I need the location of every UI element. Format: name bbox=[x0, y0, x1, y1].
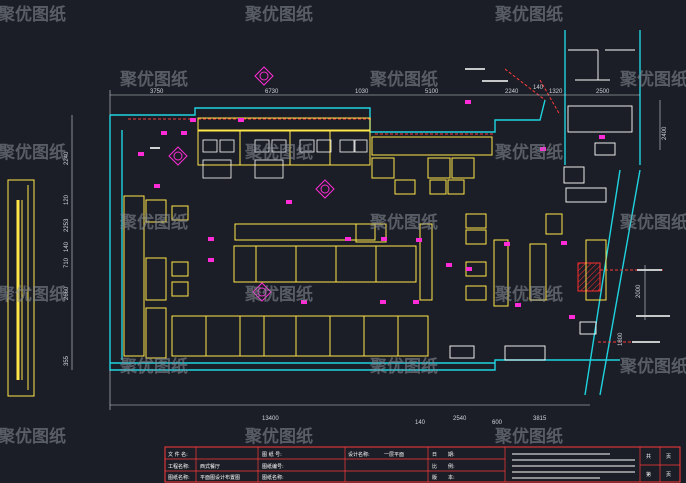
dim-right-3: 1800 bbox=[618, 332, 624, 346]
tb-date-label-b: 期: bbox=[448, 452, 455, 458]
dim-top-4: 5100 bbox=[425, 89, 439, 95]
tb-version-label-a: 版 bbox=[432, 474, 437, 481]
dimensions-left: 2240 120 2253 710 140 2660 355 bbox=[64, 151, 70, 366]
dim-left-4: 710 bbox=[64, 257, 70, 268]
right-top-seating bbox=[371, 136, 493, 195]
tb-drawing-code-label: 图纸编号: bbox=[262, 463, 284, 470]
dim-top-8: 2500 bbox=[596, 89, 610, 95]
tb-project-value: 西式餐厅 bbox=[200, 463, 220, 470]
stove-hatched bbox=[577, 239, 607, 301]
watermark: 聚优图纸 bbox=[494, 284, 563, 305]
tb-design-name-value: 一层平面 bbox=[384, 452, 404, 458]
dim-left-6: 2660 bbox=[64, 286, 70, 300]
dim-left-2: 120 bbox=[64, 194, 70, 205]
watermark: 聚优图纸 bbox=[619, 212, 686, 233]
watermark: 聚优图纸 bbox=[494, 426, 563, 447]
watermark: 聚优图纸 bbox=[369, 69, 438, 90]
kitchen-layout bbox=[449, 49, 635, 361]
dim-left-7: 355 bbox=[64, 355, 70, 366]
watermark: 聚优图纸 bbox=[244, 142, 313, 163]
magenta-markers bbox=[138, 100, 605, 319]
tb-version-label-b: 本: bbox=[448, 474, 455, 481]
watermark: 聚优图纸 bbox=[119, 212, 188, 233]
elevation-symbols bbox=[168, 66, 335, 302]
watermark: 聚优图纸 bbox=[0, 426, 66, 447]
watermark: 聚优图纸 bbox=[0, 142, 66, 163]
tb-design-name-label: 设计名称: bbox=[348, 451, 370, 458]
watermark: 聚优图纸 bbox=[494, 142, 563, 163]
dim-top-1: 3750 bbox=[150, 89, 164, 95]
dim-top-6: 140 bbox=[533, 85, 544, 91]
dim-top-5: 2240 bbox=[505, 89, 519, 95]
dim-left-5: 140 bbox=[64, 241, 70, 252]
watermark: 聚优图纸 bbox=[119, 69, 188, 90]
watermark: 聚优图纸 bbox=[0, 4, 66, 25]
dim-right-2: 2000 bbox=[636, 284, 642, 298]
tb-sheet-label: 第 bbox=[646, 471, 651, 478]
top-booth-row bbox=[197, 117, 371, 166]
tb-page-label: 页 bbox=[666, 454, 671, 460]
tb-project-label: 工程名称: bbox=[168, 463, 190, 470]
central-seating-island bbox=[233, 223, 433, 301]
watermark: 聚优图纸 bbox=[619, 356, 686, 377]
watermark: 聚优图纸 bbox=[369, 356, 438, 377]
tb-drawing-no-label: 图 纸 号: bbox=[262, 451, 282, 458]
watermark: 聚优图纸 bbox=[244, 4, 313, 25]
tb-file-name-label: 文 件 名: bbox=[168, 451, 188, 458]
dim-left-3: 2253 bbox=[64, 218, 70, 232]
bottom-booth-row bbox=[171, 315, 429, 357]
watermark: 聚优图纸 bbox=[244, 426, 313, 447]
dim-top-2: 6730 bbox=[265, 89, 279, 95]
tb-sheet-page-label: 页 bbox=[666, 472, 671, 478]
dim-bottom-5: 3815 bbox=[533, 416, 547, 422]
left-booth-column bbox=[123, 195, 189, 359]
partition-lines bbox=[128, 68, 665, 343]
top-booth-tables bbox=[202, 139, 368, 179]
dimensions-bottom: 13400 140 2540 600 3815 bbox=[262, 416, 547, 426]
dim-bottom-2: 140 bbox=[415, 420, 426, 426]
title-block: 文 件 名: 图 纸 号: 设计名称: 一层平面 日 期: 工程名称: 西式餐厅… bbox=[164, 446, 681, 483]
dimensions-right: 2400 2000 1800 bbox=[618, 126, 668, 346]
dim-top-7: 1320 bbox=[549, 89, 563, 95]
right-service-area bbox=[465, 213, 563, 307]
watermarks: 聚优图纸 聚优图纸 聚优图纸 聚优图纸 聚优图纸 聚优图纸 聚优图纸 聚优图纸 … bbox=[0, 4, 686, 447]
dim-bottom-1: 13400 bbox=[262, 416, 279, 422]
tb-drawing-name-label: 图纸名称: bbox=[262, 474, 284, 481]
dimensions-top: 3750 6730 1030 5100 2240 140 1320 2500 bbox=[150, 85, 610, 95]
watermark: 聚优图纸 bbox=[619, 69, 686, 90]
tb-drawing-title-label: 图纸名称: bbox=[168, 474, 190, 481]
dim-right-1: 2400 bbox=[662, 126, 668, 140]
dim-left-1: 2240 bbox=[64, 151, 70, 165]
watermark: 聚优图纸 bbox=[119, 356, 188, 377]
dimension-lines bbox=[71, 90, 661, 410]
dim-top-3: 1030 bbox=[355, 89, 369, 95]
watermark: 聚优图纸 bbox=[369, 212, 438, 233]
tb-scale-label-a: 比 bbox=[432, 463, 437, 470]
tb-drawing-title-value: 平面图设计布置图 bbox=[200, 474, 240, 481]
dim-bottom-3: 2540 bbox=[453, 416, 467, 422]
dim-bottom-4: 600 bbox=[492, 420, 503, 426]
left-elevation-strip bbox=[7, 179, 35, 397]
tb-scale-label-b: 例: bbox=[448, 463, 455, 470]
watermark: 聚优图纸 bbox=[244, 284, 313, 305]
tb-total-label: 共 bbox=[646, 453, 651, 460]
callout-leaders bbox=[150, 68, 670, 343]
watermark: 聚优图纸 bbox=[0, 284, 66, 305]
watermark: 聚优图纸 bbox=[494, 4, 563, 25]
tb-date-label-a: 日 bbox=[432, 452, 437, 458]
